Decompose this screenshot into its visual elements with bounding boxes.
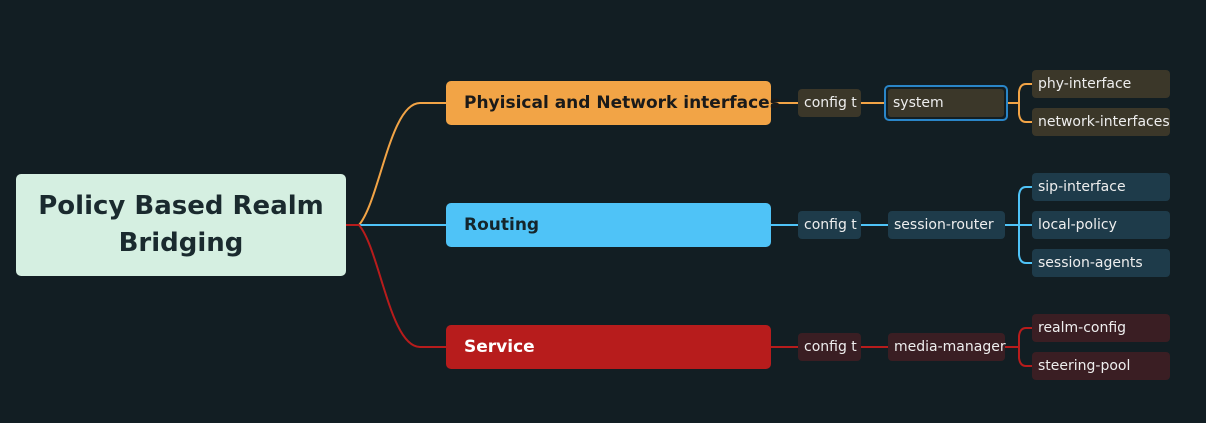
node-label: realm-config [1038,320,1127,336]
leaf-realm-config[interactable]: realm-config [1032,314,1170,342]
node-label: local-policy [1038,217,1117,233]
config-t-node[interactable]: config t [798,333,861,361]
connector-service-leaves [1005,327,1032,367]
session-router-node[interactable]: session-router [888,211,1005,239]
connector-phys-leaves [1008,83,1032,123]
media-manager-node[interactable]: media-manager [888,333,1006,361]
config-t-node[interactable]: config t [798,211,861,239]
node-label: steering-pool [1038,358,1131,374]
connector-routing-leaves [1005,186,1032,264]
connector-root-service [346,224,446,348]
system-node-inner: system [888,89,1004,117]
connector-root-phys [346,102,446,226]
branch-routing[interactable]: Routing [446,203,771,247]
branch-label: Routing [464,215,540,235]
node-label: system [893,95,944,111]
node-label: session-router [894,217,994,233]
system-node[interactable]: system [884,85,1008,121]
leaf-session-agents[interactable]: session-agents [1032,249,1170,277]
node-label: media-manager [894,339,1006,355]
config-t-node[interactable]: config t [798,89,861,117]
node-label: config t [804,217,857,233]
leaf-steering-pool[interactable]: steering-pool [1032,352,1170,380]
leaf-local-policy[interactable]: local-policy [1032,211,1170,239]
root-node[interactable]: Policy Based Realm Bridging [16,174,346,276]
branch-physical-network[interactable]: Phyisical and Network interfaces [446,81,780,125]
node-label: phy-interface [1038,76,1132,92]
leaf-sip-interface[interactable]: sip-interface [1032,173,1170,201]
leaf-network-interfaces[interactable]: network-interfaces [1032,108,1170,136]
node-label: config t [804,339,857,355]
node-label: session-agents [1038,255,1143,271]
node-label: sip-interface [1038,179,1126,195]
branch-label: Service [464,337,535,357]
root-title: Policy Based Realm Bridging [38,191,324,258]
leaf-phy-interface[interactable]: phy-interface [1032,70,1170,98]
branch-service[interactable]: Service [446,325,771,369]
node-label: config t [804,95,857,111]
node-label: network-interfaces [1038,114,1170,130]
branch-label: Phyisical and Network interfaces [464,93,780,113]
